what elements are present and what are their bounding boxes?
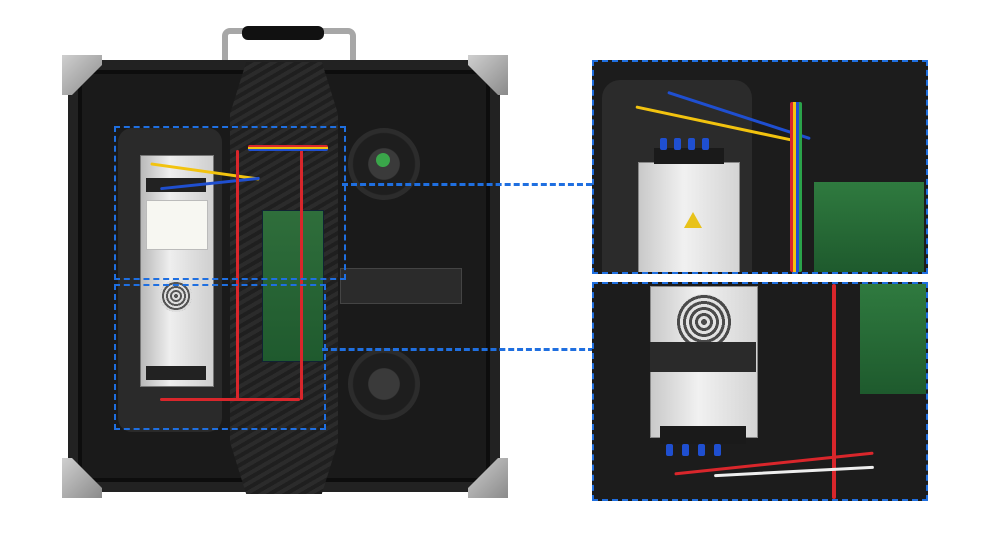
power-supply-unit — [140, 155, 214, 387]
receiving-card-detail — [814, 182, 924, 272]
highlight-box-bottom — [114, 284, 326, 430]
receiving-card — [262, 210, 324, 362]
wire-red — [160, 398, 300, 401]
module-lock-bottom — [348, 348, 420, 420]
lug-blue — [688, 138, 695, 150]
highlight-box-top — [114, 126, 346, 280]
wire-red — [236, 150, 239, 400]
lug-blue — [702, 138, 709, 150]
warning-icon — [684, 212, 702, 228]
receiving-card-detail — [860, 284, 926, 394]
fan-icon — [676, 294, 732, 350]
lug-blue — [682, 444, 689, 456]
terminal-block-detail — [654, 148, 724, 164]
callout-connector-top — [342, 183, 592, 186]
zoom-panel-top — [592, 60, 928, 274]
psu-label — [146, 200, 208, 250]
lug-blue — [714, 444, 721, 456]
wire-red — [832, 284, 836, 499]
wire-red — [300, 150, 303, 400]
lug-blue — [666, 444, 673, 456]
center-plate — [340, 268, 462, 304]
wire-rainbow — [790, 102, 802, 272]
psu-terminal-bottom — [146, 366, 206, 380]
lug-blue — [660, 138, 667, 150]
status-led — [376, 153, 390, 167]
terminal-block-detail — [660, 426, 746, 444]
callout-connector-bottom — [322, 348, 594, 351]
wire-rainbow — [248, 145, 328, 151]
handle-grip — [242, 26, 324, 40]
zoom-panel-bottom — [592, 282, 928, 501]
lug-blue — [698, 444, 705, 456]
mounting-strap — [650, 342, 756, 372]
lug-blue — [674, 138, 681, 150]
